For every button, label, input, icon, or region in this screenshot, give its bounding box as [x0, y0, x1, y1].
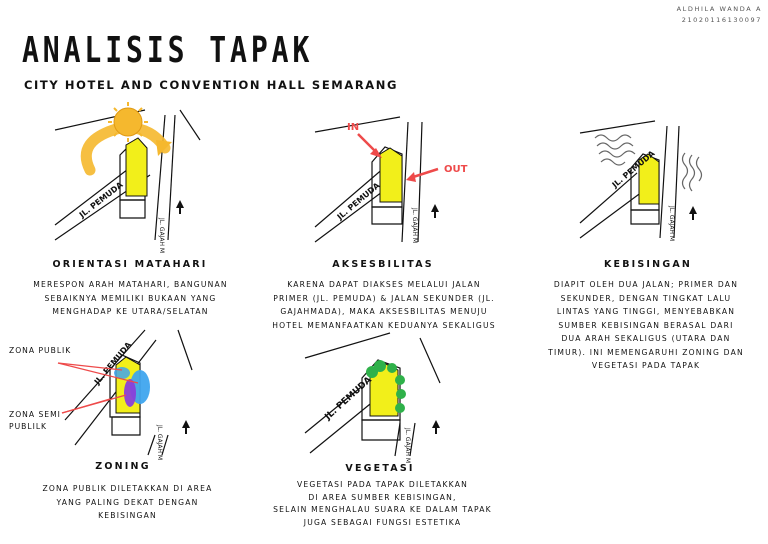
vegetasi-map: JL. PEMUDA JL. GAJAH M	[304, 332, 441, 463]
road-label-gajah: JL. GAJAH M	[404, 427, 411, 463]
out-arrow	[406, 167, 439, 182]
road-label-gajah: JL. GAJAH M	[411, 207, 418, 243]
zona-semi-publik-area	[124, 379, 136, 407]
zoning-text: ZONA PUBLIK DILETAKKAN DI AREA YANG PALI…	[42, 484, 213, 520]
kebisingan-map: JL. PEMUDA JL. GAJAH M	[579, 120, 703, 241]
zona-publik-label: ZONA PUBLIK	[9, 346, 72, 355]
north-arrow-icon	[431, 204, 439, 218]
north-arrow-icon	[689, 206, 697, 220]
zoning-pointer-arrows	[57, 362, 139, 414]
author-name: ALDHILA WANDA A	[676, 5, 762, 13]
noise-wave-icon	[681, 152, 703, 192]
page-subtitle: CITY HOTEL AND CONVENTION HALL SEMARANG	[24, 78, 399, 92]
site-building	[125, 137, 148, 197]
road-label-gajah: JL. GAJAH M	[156, 424, 163, 460]
author-id: 21020116130097	[681, 16, 762, 24]
author-block: ALDHILA WANDA A 21020116130097	[677, 4, 762, 26]
aksesbilitas-map: JL. PEMUDA JL. GAJAH M IN OUT	[314, 116, 468, 243]
north-arrow-icon	[176, 200, 184, 214]
road-label-pemuda: JL. PEMUDA	[335, 180, 382, 222]
road-label-gajah: JL. GAJAH M	[158, 217, 165, 253]
zona-semi-publik-label: ZONA SEMI PUBLILK	[9, 410, 61, 431]
zoning-map: JL. PEMUDA JL. GAJAH M	[57, 329, 193, 460]
kebisingan-text: DIAPIT OLEH DUA JALAN; PRIMER DAN SEKUND…	[548, 280, 744, 370]
out-label: OUT	[444, 164, 468, 175]
road-label-pemuda: JL. PEMUDA	[77, 180, 125, 221]
aksesbilitas-title: AKSESBILITAS	[332, 259, 434, 270]
kebisingan-title: KEBISINGAN	[603, 259, 693, 270]
in-label: IN	[347, 122, 359, 133]
site-building	[379, 147, 403, 203]
site-building	[638, 153, 660, 205]
sun-path-arrowhead	[156, 140, 172, 156]
orientasi-map: JL. PEMUDA JL. GAJAH M	[54, 102, 201, 253]
noise-wave-icon	[594, 134, 636, 166]
road-label-gajah: JL. GAJAH M	[668, 205, 675, 241]
tree-icon	[366, 360, 406, 413]
page-title: ANALISIS TAPAK	[22, 30, 314, 71]
orientasi-title: ORIENTASI MATAHARI	[52, 259, 208, 270]
road-label-pemuda: JL. PEMUDA	[323, 375, 374, 423]
aksesbilitas-text: KARENA DAPAT DIAKSES MELALUI JALAN PRIME…	[272, 280, 496, 330]
north-arrow-icon	[432, 420, 440, 434]
in-arrow	[357, 133, 382, 158]
vegetasi-title: VEGETASI	[345, 463, 415, 474]
vegetasi-text: VEGETASI PADA TAPAK DILETAKKAN DI AREA S…	[273, 480, 492, 527]
north-arrow-icon	[182, 420, 190, 434]
sun-icon	[108, 102, 148, 142]
orientasi-text: MERESPON ARAH MATAHARI, BANGUNAN SEBAIKN…	[33, 280, 228, 316]
zoning-title: ZONING	[95, 461, 151, 472]
